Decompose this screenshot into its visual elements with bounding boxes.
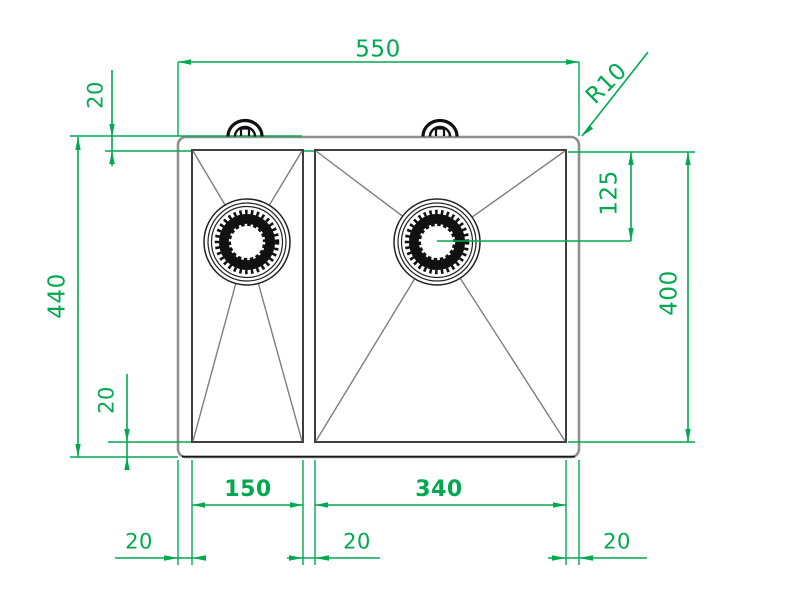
right-clip-icon bbox=[421, 118, 459, 137]
dimension-arrowheads bbox=[75, 59, 691, 561]
bowl-diagonals bbox=[192, 150, 566, 442]
dimension-lines bbox=[77, 51, 689, 559]
sink-bowls bbox=[191, 149, 567, 443]
dim-label-top-width: 550 bbox=[355, 36, 401, 63]
left-clip-icon bbox=[226, 118, 264, 137]
dim-label-bottom-gap-middle: 20 bbox=[343, 529, 371, 554]
dim-leader-r10 bbox=[581, 51, 649, 137]
dim-label-left-bowl-width: 150 bbox=[224, 477, 272, 502]
left-drain-icon bbox=[203, 198, 291, 286]
extension-lines bbox=[70, 62, 695, 565]
dim-label-drain-offset: 125 bbox=[596, 170, 623, 216]
dim-label-top-offset: 20 bbox=[83, 81, 108, 109]
dim-label-bottom-offset: 20 bbox=[94, 386, 119, 414]
right-bowl bbox=[314, 149, 567, 443]
dim-label-inner-height: 400 bbox=[656, 270, 683, 316]
dim-label-overall-height: 440 bbox=[44, 273, 71, 319]
dim-label-right-bowl-width: 340 bbox=[415, 477, 463, 502]
right-drain-icon bbox=[393, 198, 481, 286]
dim-label-bottom-gap-left: 20 bbox=[125, 529, 153, 554]
dim-label-bottom-gap-right: 20 bbox=[603, 529, 631, 554]
left-bowl bbox=[191, 149, 304, 443]
